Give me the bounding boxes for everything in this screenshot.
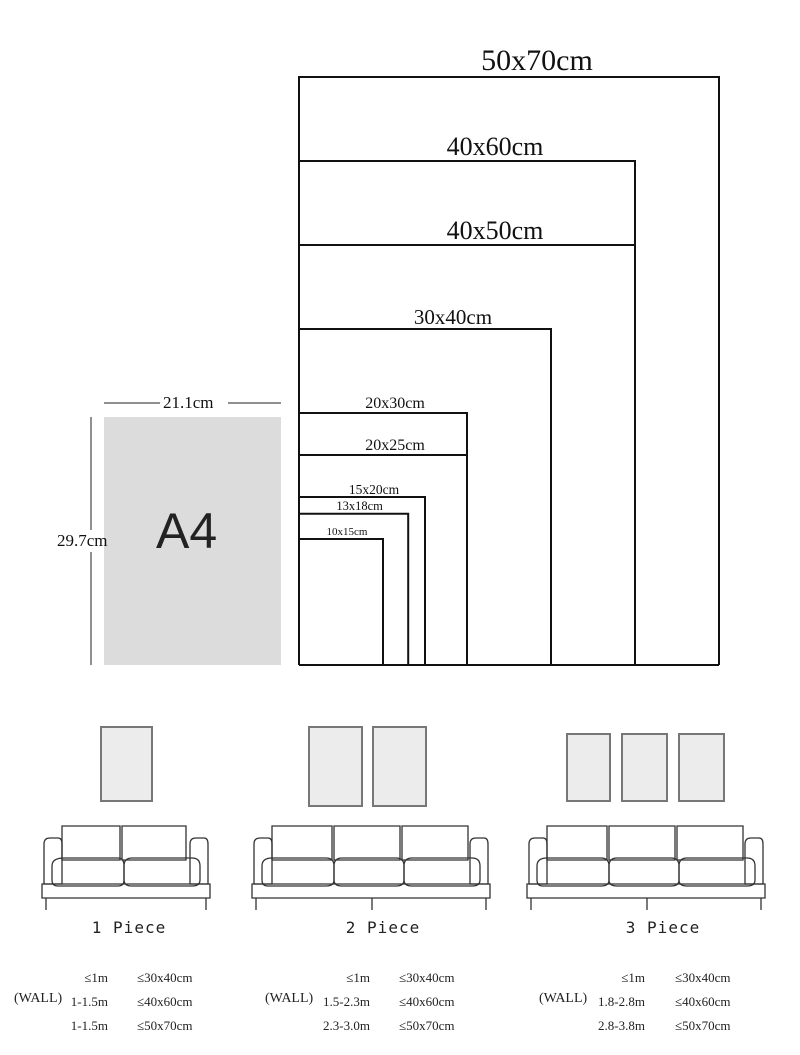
piece-label-3: 3 Piece: [625, 918, 701, 937]
a4-paper: [104, 417, 281, 665]
piece-label-2: 2 Piece: [345, 918, 421, 937]
wall-label-1: (WALL): [14, 991, 63, 1006]
size-value: ≤50x70cm: [137, 1018, 193, 1033]
wall-frame: [621, 733, 668, 802]
size-label: 50x70cm: [481, 44, 593, 77]
wall-value: 2.3-3.0m: [323, 1018, 370, 1033]
size-label: 13x18cm: [336, 499, 383, 514]
wall-value: 2.8-3.8m: [598, 1018, 645, 1033]
wall-value: ≤1m: [346, 970, 370, 985]
size-value: ≤30x40cm: [675, 970, 731, 985]
wall-label-2: (WALL): [265, 991, 314, 1006]
wall-value: ≤1m: [621, 970, 645, 985]
size-label: 40x60cm: [446, 132, 544, 161]
size-label: 20x25cm: [365, 437, 425, 454]
size-value: ≤50x70cm: [675, 1018, 731, 1033]
size-value: ≤40x60cm: [675, 994, 731, 1009]
wall-frame: [372, 726, 427, 807]
a4-width-label: 21.1cm: [163, 393, 214, 412]
size-value: ≤40x60cm: [137, 994, 193, 1009]
wall-frame: [566, 733, 611, 802]
sofa-icon: [526, 825, 766, 910]
size-value: ≤30x40cm: [399, 970, 455, 985]
size-value: ≤40x60cm: [399, 994, 455, 1009]
wall-value: 1-1.5m: [70, 1018, 108, 1033]
size-label: 20x30cm: [365, 395, 425, 412]
size-value: ≤50x70cm: [399, 1018, 455, 1033]
size-label: 10x15cm: [326, 526, 368, 538]
wall-value: 1.8-2.8m: [598, 994, 645, 1009]
wall-frame: [678, 733, 725, 802]
wall-frame: [100, 726, 153, 802]
a4-height-label: 29.7cm: [57, 531, 108, 550]
wall-value: ≤1m: [84, 970, 108, 985]
size-label: 40x50cm: [446, 216, 544, 245]
wall-value: 1.5-2.3m: [323, 994, 370, 1009]
size-rect-15x20cm: [298, 496, 426, 665]
size-diagram: [90, 76, 720, 666]
a4-label: A4: [156, 503, 218, 559]
size-label: 15x20cm: [348, 481, 400, 497]
size-label: 30x40cm: [413, 305, 493, 329]
size-rect-50x70cm: [298, 76, 720, 665]
wall-value: 1-1.5m: [70, 994, 108, 1009]
wall-label-3: (WALL): [539, 991, 588, 1006]
wall-frame: [308, 726, 363, 807]
sofa-icon: [41, 825, 211, 910]
piece-label-1: 1 Piece: [91, 918, 167, 937]
sofa-icon: [251, 825, 491, 910]
size-rect-10x15cm: [298, 538, 384, 665]
size-value: ≤30x40cm: [137, 970, 193, 985]
